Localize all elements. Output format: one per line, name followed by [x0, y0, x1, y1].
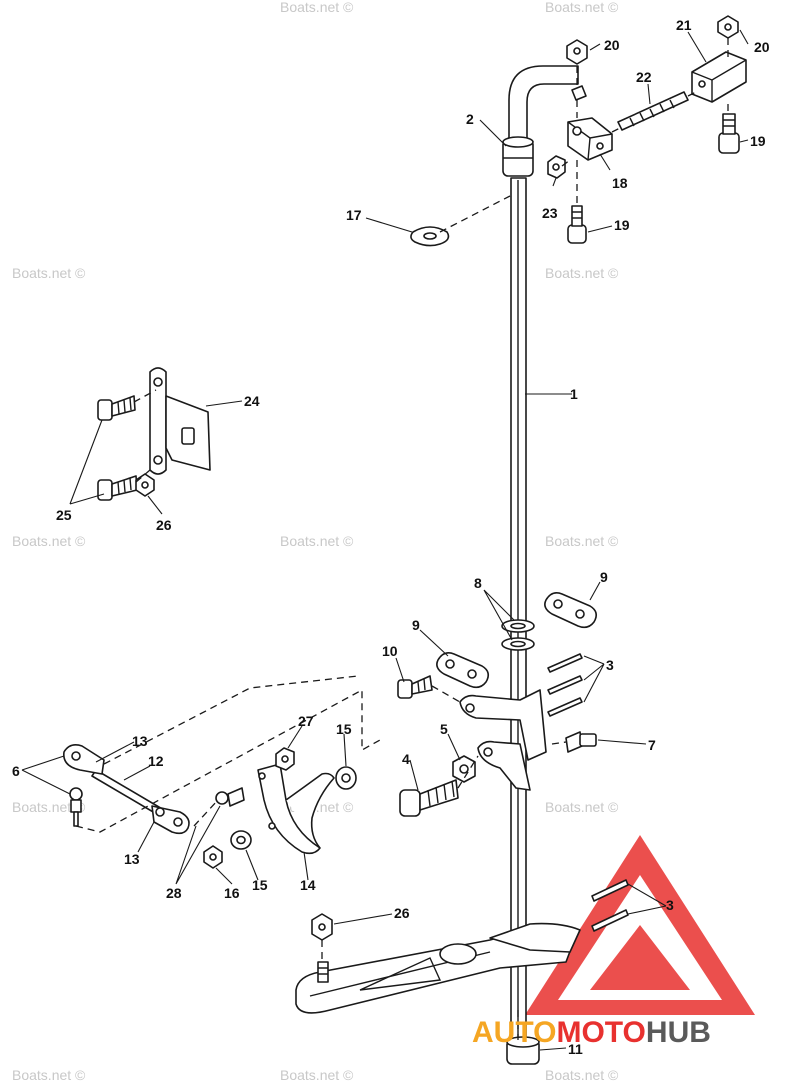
- watermark: Boats.net ©: [545, 0, 619, 15]
- callout-17: 17: [346, 207, 362, 223]
- nut-part-5: [452, 755, 476, 783]
- link-end-part-13: [63, 744, 105, 775]
- callout-9: 9: [600, 569, 608, 585]
- bolt-part-19: [718, 113, 740, 154]
- watermark: Boats.net ©: [545, 265, 619, 281]
- callout-13: 13: [124, 851, 140, 867]
- watermark: Boats.net ©: [280, 533, 354, 549]
- callout-19: 19: [614, 217, 630, 233]
- cam-part-14: [257, 763, 335, 855]
- keeper-part-9: [436, 652, 490, 689]
- callout-2: 2: [466, 111, 474, 127]
- stud-part-7: [565, 731, 597, 753]
- callout-11: 11: [568, 1041, 583, 1057]
- rod-part-22: [617, 91, 689, 131]
- callout-22: 22: [636, 69, 652, 85]
- bolt-part-4: [399, 779, 459, 817]
- callout-13: 13: [132, 733, 148, 749]
- nut-part-26: [311, 913, 333, 941]
- callout-28: 28: [166, 885, 182, 901]
- callout-4: 4: [402, 751, 410, 767]
- callout-1: 1: [570, 386, 578, 402]
- logo-triangle: [525, 835, 755, 1015]
- callout-24: 24: [244, 393, 260, 409]
- callout-23: 23: [542, 205, 558, 221]
- ball-stud-part-28: [215, 787, 245, 807]
- callout-12: 12: [148, 753, 164, 769]
- callout-5: 5: [440, 721, 448, 737]
- screw-part-10: [397, 675, 433, 699]
- alignment-lines: [75, 38, 729, 1040]
- watermark: Boats.net ©: [12, 533, 86, 549]
- screw-part-25: [97, 475, 138, 501]
- nut-part-20: [717, 15, 739, 39]
- link-end-part-13: [151, 805, 190, 835]
- washer-part-15: [230, 830, 252, 850]
- callout-10: 10: [382, 643, 398, 659]
- washer-part-8: [501, 619, 535, 651]
- nut-part-16: [203, 845, 223, 869]
- watermark: Boats.net ©: [545, 799, 619, 815]
- callout-3: 3: [606, 657, 614, 673]
- callout-26: 26: [156, 517, 172, 533]
- callout-18: 18: [612, 175, 628, 191]
- watermark: Boats.net ©: [12, 799, 86, 815]
- bushing-part-11: [506, 1036, 540, 1065]
- bottom-arm: [295, 922, 581, 1014]
- clamp-part-18: [567, 117, 613, 161]
- watermark: Boats.net ©: [280, 0, 354, 15]
- callout-26: 26: [394, 905, 410, 921]
- clip-part-17: [410, 226, 450, 247]
- callout-7: 7: [648, 737, 656, 753]
- logo-text-moto: MOTO: [556, 1016, 645, 1049]
- block-part-21: [691, 51, 747, 103]
- callout-20: 20: [754, 39, 770, 55]
- watermark: Boats.net ©: [12, 1067, 86, 1083]
- logo-text-auto: AUTO: [472, 1016, 556, 1049]
- callout-25: 25: [56, 507, 72, 523]
- logo-text-hub: HUB: [646, 1016, 711, 1049]
- bracket-part-24: [149, 367, 211, 475]
- watermark: Boats.net ©: [545, 1067, 619, 1083]
- callout-9: 9: [412, 617, 420, 633]
- washer-part-15: [335, 766, 357, 790]
- callout-6: 6: [12, 763, 20, 779]
- nut-part-20: [566, 39, 588, 101]
- watermark: Boats.net ©: [545, 533, 619, 549]
- nut-part-23: [547, 155, 566, 179]
- logo-text: AUTOMOTOHUB: [472, 1016, 711, 1049]
- callout-15: 15: [336, 721, 352, 737]
- callout-27: 27: [298, 713, 314, 729]
- keeper-part-9: [544, 592, 598, 629]
- lever-arm: [459, 689, 547, 791]
- bolt-part-19: [567, 205, 587, 244]
- bushing-part-2: [502, 136, 534, 177]
- watermark: Boats.net ©: [12, 265, 86, 281]
- callout-3: 3: [666, 897, 674, 913]
- pin-part-3: [547, 653, 629, 932]
- logo-triangle-core: [590, 925, 690, 990]
- callout-21: 21: [676, 17, 692, 33]
- callout-8: 8: [474, 575, 482, 591]
- callout-14: 14: [300, 877, 316, 893]
- nut-part-27: [275, 747, 295, 771]
- leader-lines: [21, 29, 749, 1051]
- callout-20: 20: [604, 37, 620, 53]
- watermark: Boats.net ©: [280, 1067, 354, 1083]
- callout-19: 19: [750, 133, 766, 149]
- callout-15: 15: [252, 877, 268, 893]
- callouts: 1 2 3 3 4 5 6 7 8 9 9 10 11 12 13 13 14 …: [12, 17, 770, 1057]
- callout-16: 16: [224, 885, 240, 901]
- nut-part-26: [135, 473, 155, 497]
- screw-part-25: [97, 395, 136, 421]
- ball-stud-part-6: [69, 787, 83, 827]
